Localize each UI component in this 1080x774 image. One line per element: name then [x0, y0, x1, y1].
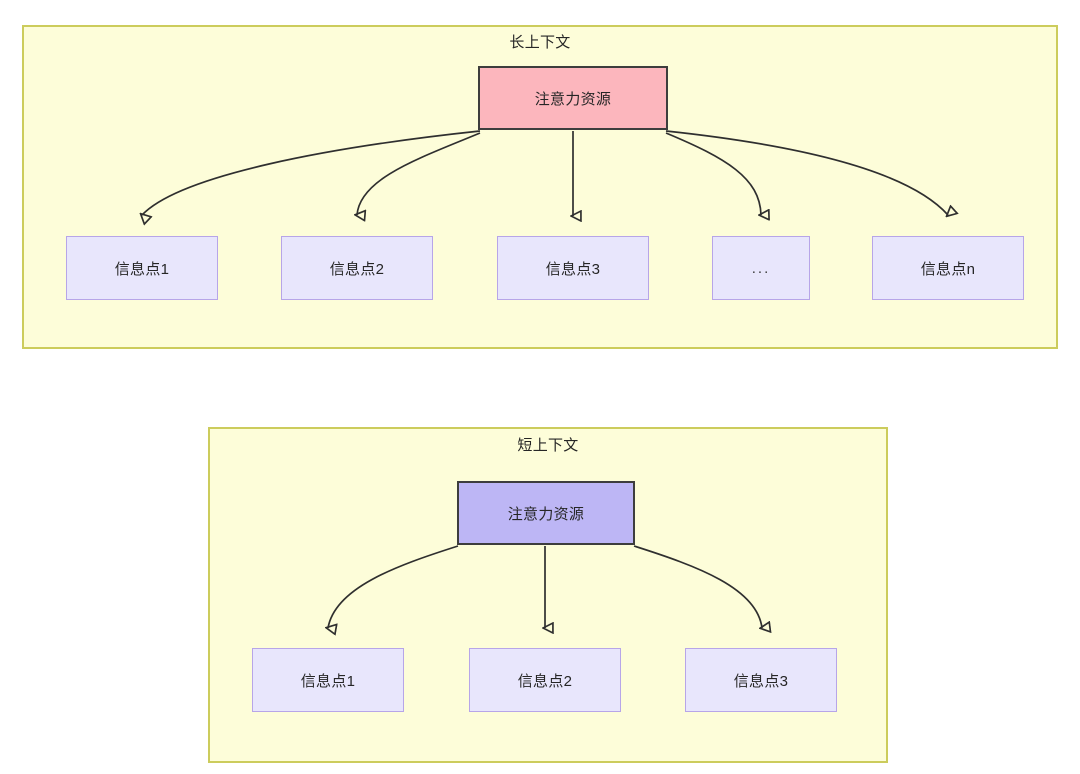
node-long-context-info-point-ellipsis[interactable]: ... [712, 236, 810, 300]
node-label: 注意力资源 [507, 505, 585, 523]
node-short-context-info-point-2[interactable]: 信息点2 [469, 648, 621, 712]
node-label: 信息点3 [545, 260, 601, 278]
panel-short-context: 短上下文 [208, 427, 888, 763]
node-long-context-attention-resource[interactable]: 注意力资源 [478, 66, 668, 130]
node-label: ... [751, 259, 771, 277]
node-short-context-info-point-3[interactable]: 信息点3 [685, 648, 837, 712]
panel-long-context-title: 长上下文 [509, 34, 571, 51]
node-long-context-info-point-3[interactable]: 信息点3 [497, 236, 649, 300]
node-long-context-info-point-2[interactable]: 信息点2 [281, 236, 433, 300]
node-long-context-info-point-n[interactable]: 信息点n [872, 236, 1024, 300]
node-label: 信息点1 [114, 260, 170, 278]
node-label: 信息点2 [517, 672, 573, 690]
panel-short-context-title: 短上下文 [517, 437, 579, 454]
node-short-context-info-point-1[interactable]: 信息点1 [252, 648, 404, 712]
node-label: 注意力资源 [534, 90, 612, 108]
node-label: 信息点3 [733, 672, 789, 690]
node-label: 信息点1 [300, 672, 356, 690]
node-long-context-info-point-1[interactable]: 信息点1 [66, 236, 218, 300]
node-short-context-attention-resource[interactable]: 注意力资源 [457, 481, 635, 545]
node-label: 信息点2 [329, 260, 385, 278]
node-label: 信息点n [920, 260, 976, 278]
